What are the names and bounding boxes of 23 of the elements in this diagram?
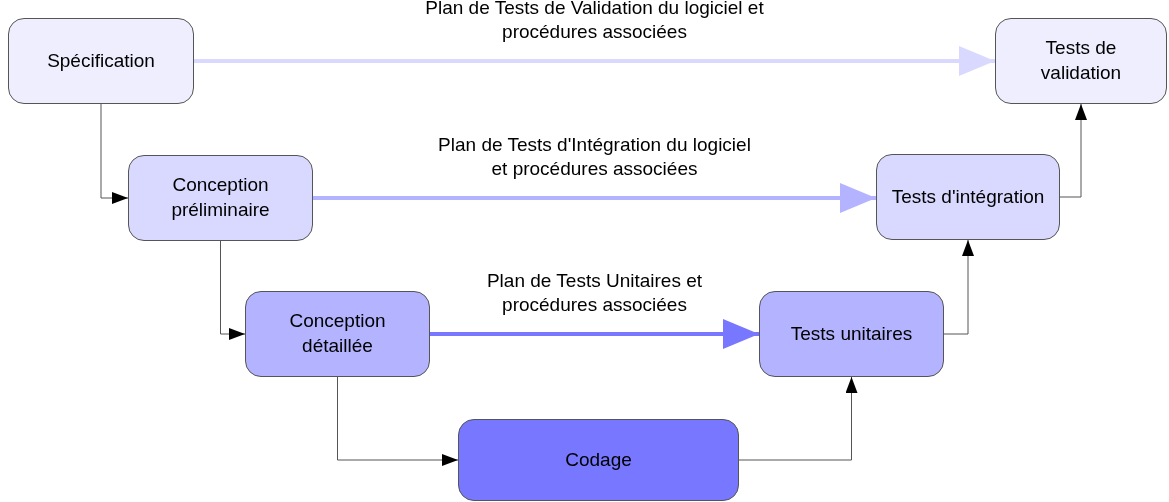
box-label: Tests d'intégration [891, 184, 1045, 209]
arrow [430, 319, 759, 349]
process-box [245, 291, 430, 377]
process-box [8, 18, 194, 104]
box-label: Tests unitaires [790, 321, 913, 346]
process-box [876, 154, 1060, 240]
arrow [313, 183, 876, 213]
process-box [995, 18, 1167, 104]
arrow [337, 376, 459, 466]
process-box [759, 291, 944, 377]
box-label: Conception préliminaire [170, 173, 271, 222]
box-label: Tests de validation [1039, 36, 1123, 85]
box-label: Conception détaillée [288, 309, 387, 358]
arrow [194, 46, 995, 76]
box-label: Codage [565, 447, 632, 472]
box-label: Spécification [47, 48, 155, 73]
process-box [128, 155, 313, 241]
arrow [220, 240, 246, 340]
arrow [100, 103, 129, 204]
arrow [943, 239, 974, 335]
arrow [738, 376, 858, 461]
arrow [1059, 103, 1087, 198]
process-box [458, 419, 739, 501]
